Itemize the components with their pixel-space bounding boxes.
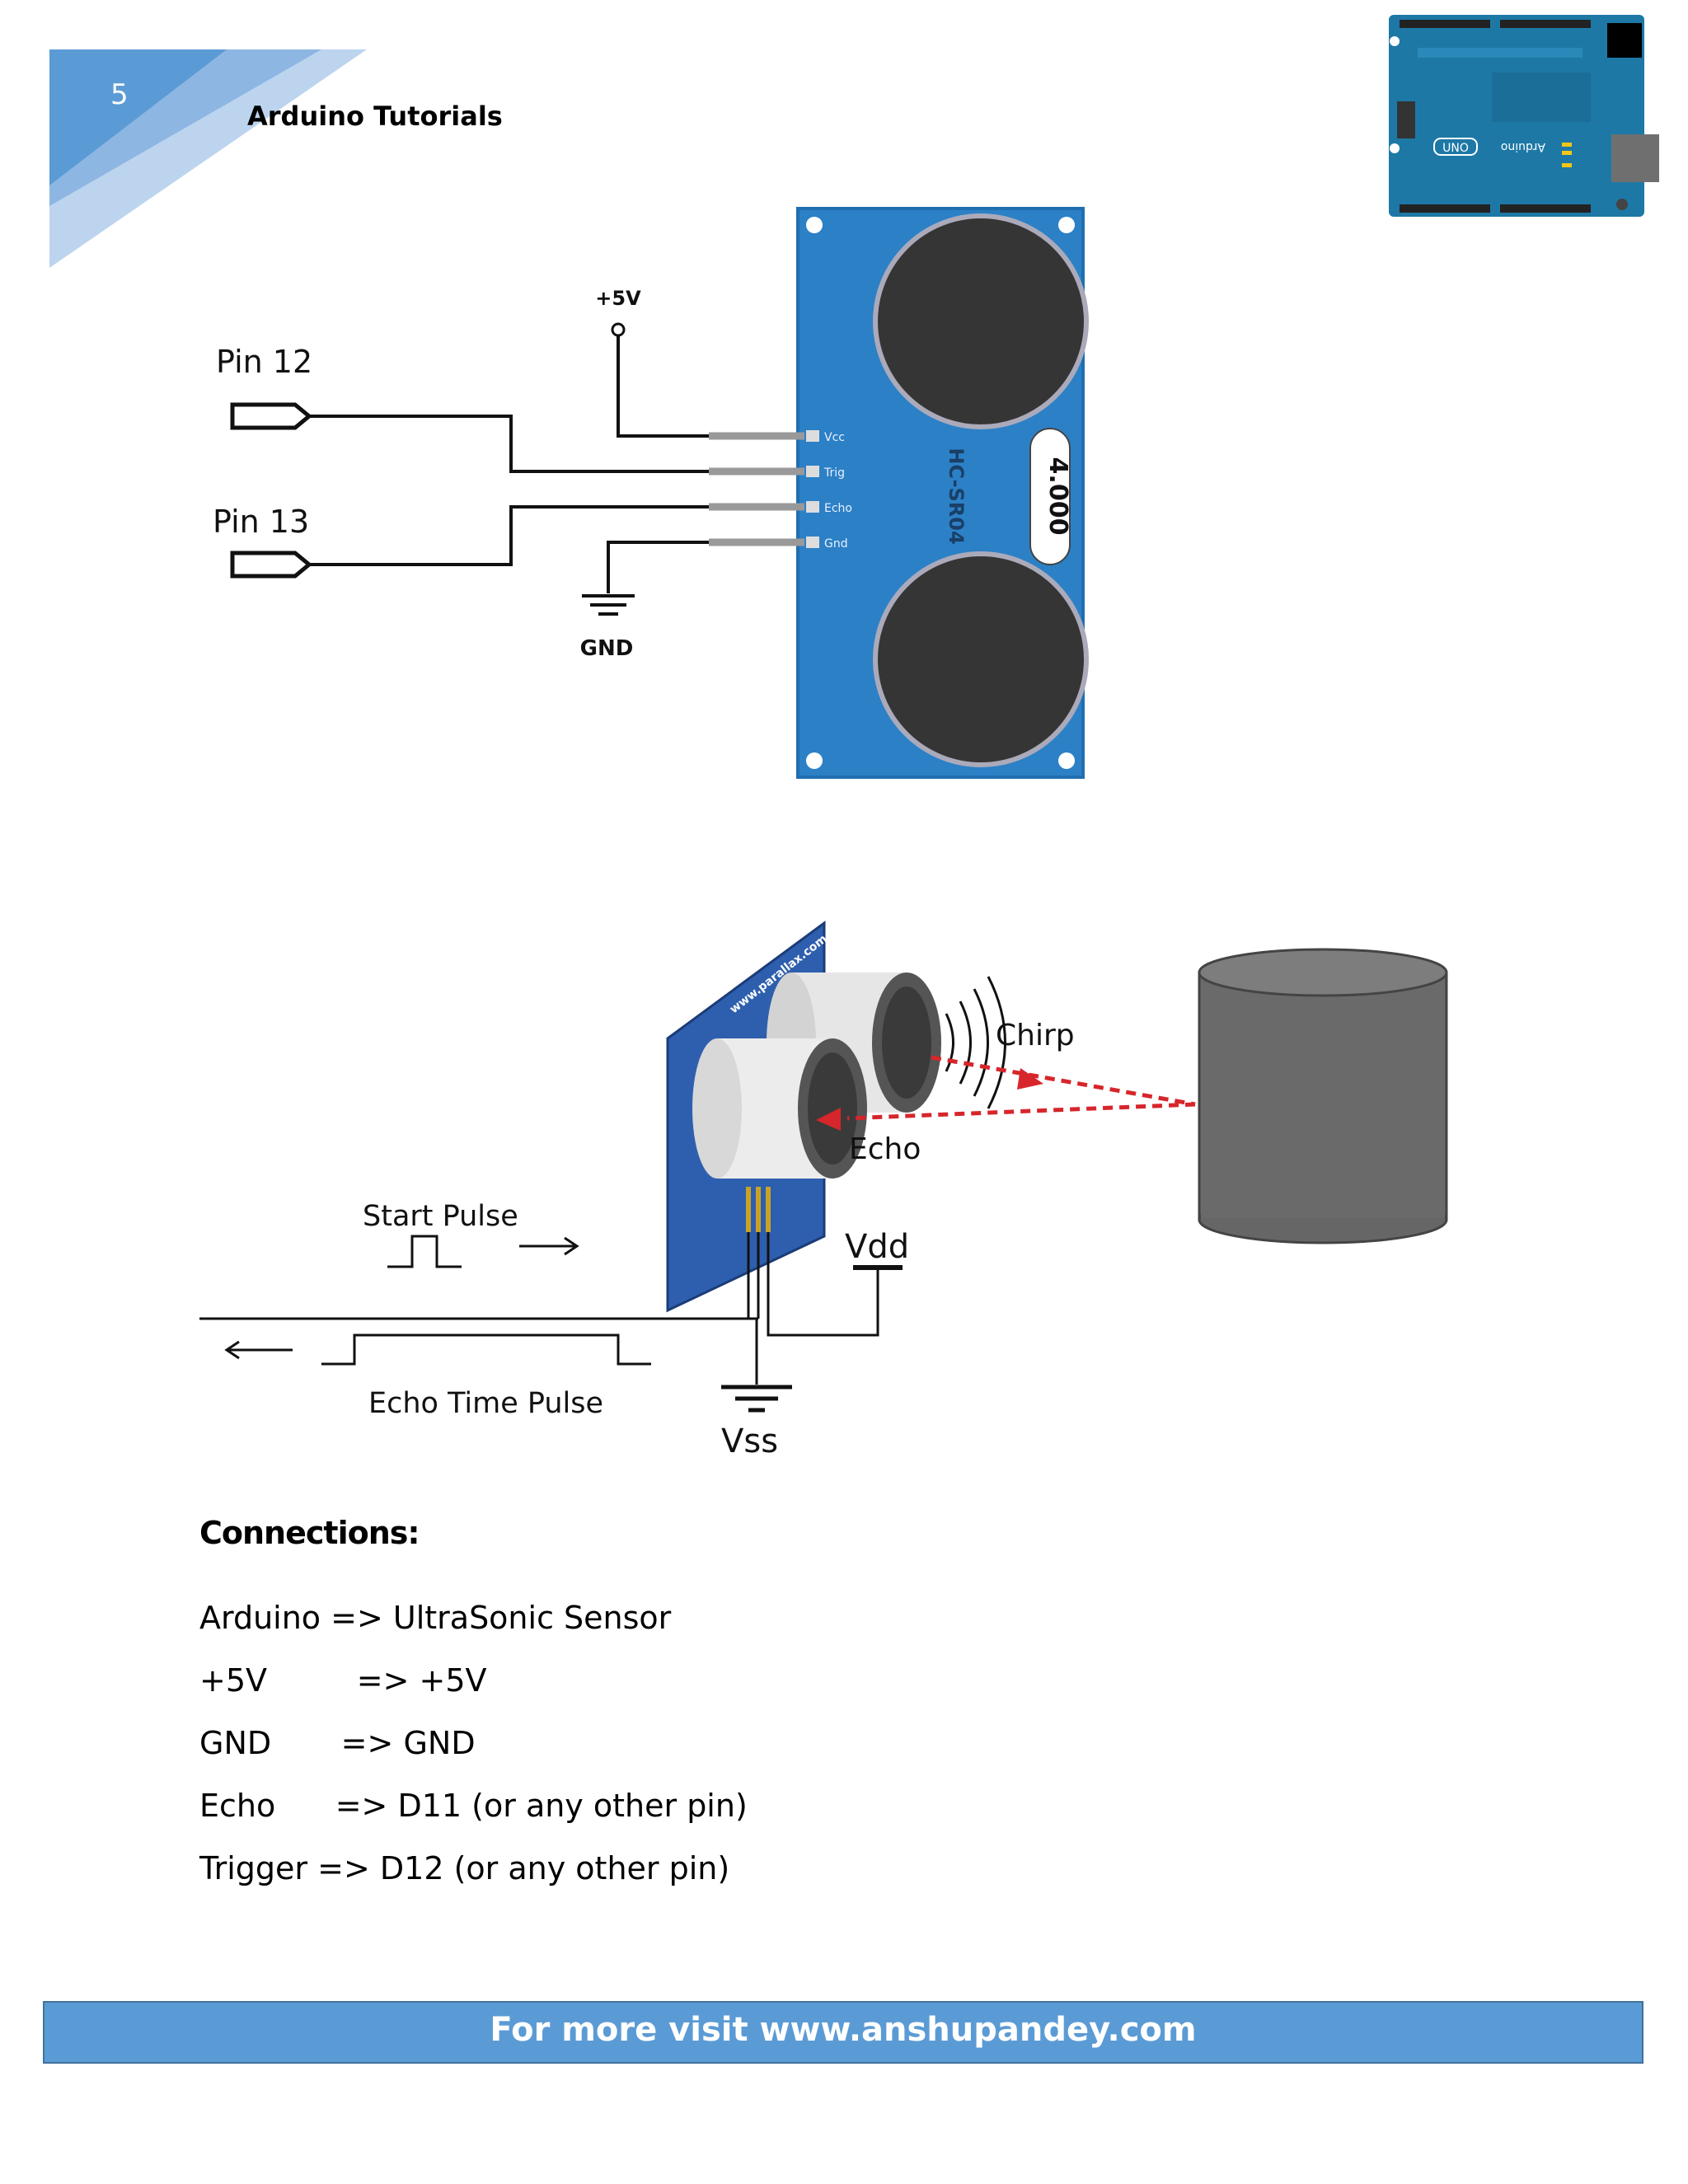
transducer-bottom xyxy=(873,551,1089,767)
vcc-label: +5V xyxy=(595,287,641,310)
pin12-label: Pin 12 xyxy=(216,344,312,380)
vss-ground-symbol xyxy=(721,1385,792,1413)
footer-text: For more visit www.anshupandey.com xyxy=(490,2011,1197,2049)
pin-label-vcc: Vcc xyxy=(824,431,845,444)
wire-vcc xyxy=(617,334,709,438)
wire-trig xyxy=(309,415,709,473)
connection-line: Echo => D11 (or any other pin) xyxy=(199,1788,748,1824)
document-title: Arduino Tutorials xyxy=(247,101,503,132)
echo-label: Echo xyxy=(849,1132,921,1166)
echo-time-pulse-label: Echo Time Pulse xyxy=(368,1387,603,1420)
footer-bar xyxy=(43,2001,1643,2064)
sound-waves xyxy=(945,976,1006,1109)
vcc-terminal xyxy=(611,322,626,337)
sensor-model: HC-SR04 xyxy=(945,448,968,544)
connection-line: +5V => +5V xyxy=(199,1662,487,1699)
pin13-label: Pin 13 xyxy=(213,504,309,540)
gnd-label: GND xyxy=(580,636,634,661)
connection-line: Arduino => UltraSonic Sensor xyxy=(199,1600,672,1636)
vdd-label: Vdd xyxy=(845,1228,909,1266)
pin-label-echo: Echo xyxy=(824,502,852,515)
ground-symbol xyxy=(582,594,635,616)
wire-gnd xyxy=(607,541,709,593)
sensor-marking: 4.000 xyxy=(1043,457,1072,536)
chirp-arrowhead xyxy=(1017,1068,1043,1090)
transducer-top xyxy=(873,213,1089,429)
connections-heading: Connections: xyxy=(199,1515,420,1551)
transducer-front xyxy=(692,1038,867,1179)
start-pulse xyxy=(387,1235,462,1268)
chirp-label: Chirp xyxy=(996,1019,1075,1052)
pin-label-trig: Trig xyxy=(823,466,845,480)
arduino-board-image: UNO Arduino xyxy=(1389,15,1659,217)
chirp-arrow xyxy=(931,1055,1196,1107)
connection-line: GND => GND xyxy=(199,1725,476,1761)
ultrasonic-principle-diagram: www.parallax.com xyxy=(199,921,1448,1460)
start-pulse-label: Start Pulse xyxy=(363,1200,518,1233)
target-object xyxy=(1198,948,1448,1244)
connection-line: Trigger => D12 (or any other pin) xyxy=(199,1850,730,1886)
header-decoration xyxy=(49,49,367,268)
echo-time-pulse xyxy=(321,1333,651,1366)
echo-arrow xyxy=(846,1102,1196,1121)
board-badge: UNO xyxy=(1442,142,1469,155)
pin13-connector xyxy=(230,551,312,579)
board-name: Arduino xyxy=(1501,140,1545,153)
wire-echo xyxy=(309,505,709,566)
page-number: 5 xyxy=(110,78,129,111)
echo-arrowhead xyxy=(816,1108,841,1131)
hc-sr04-wiring-diagram: 4.000 HC-SR04 Vcc Trig Echo Gnd +5V Pin … xyxy=(213,207,1089,779)
vdd-wire xyxy=(767,1232,879,1337)
pin-label-gnd: Gnd xyxy=(824,537,848,551)
pin12-connector xyxy=(230,402,312,430)
vss-label: Vss xyxy=(721,1422,778,1460)
